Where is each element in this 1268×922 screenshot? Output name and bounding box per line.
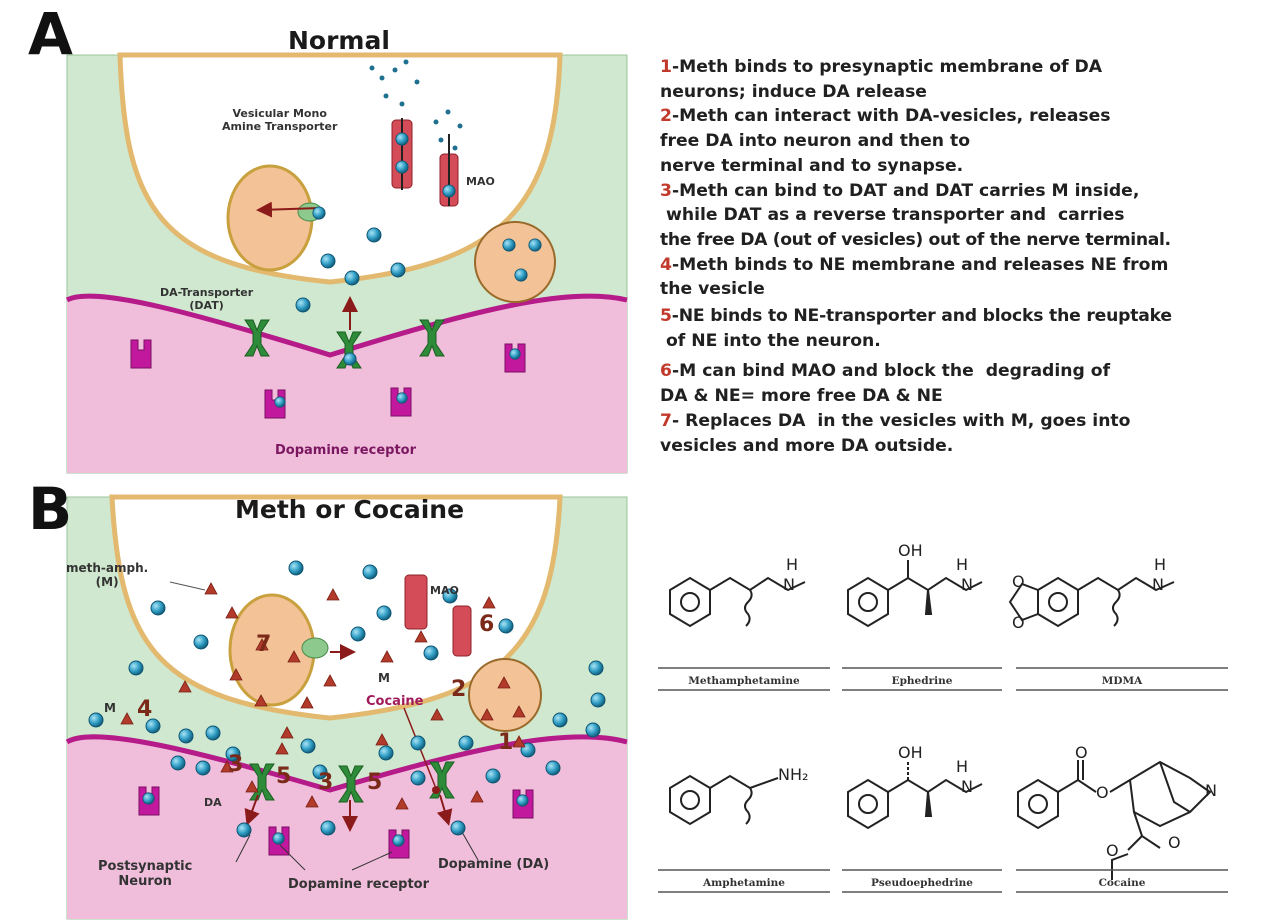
mao-label-a: MAO xyxy=(466,175,495,188)
mdma-n: N xyxy=(1152,575,1164,594)
step-4: 4-Meth binds to NE membrane and releases… xyxy=(660,254,1169,300)
cocaine-structure xyxy=(1017,760,1212,880)
vmat-b xyxy=(301,637,329,659)
postsynaptic-membrane-b xyxy=(65,734,628,793)
step-7: 7- Replaces DA in the vesicles with M, g… xyxy=(660,410,1131,456)
vesicle-b-right xyxy=(468,658,542,732)
step-6: 6-M can bind MAO and block the degrading… xyxy=(660,361,1111,407)
postsynaptic-neuron-label: Postsynaptic Neuron xyxy=(98,859,193,889)
chemical-structures: H N OH H N O O H N NH₂ OH H N O O O O N xyxy=(658,541,1228,893)
da-label: DA xyxy=(204,796,222,809)
pseudoephedrine-n: N xyxy=(961,777,973,796)
amphetamine-structure xyxy=(669,774,779,826)
meth-amph-label: meth-amph. (M) xyxy=(66,561,149,589)
meth-n: N xyxy=(783,575,795,594)
pseudoephedrine-h: H xyxy=(956,757,968,776)
m-label-4: M xyxy=(104,701,116,715)
mechanism-steps: 1-Meth binds to presynaptic membrane of … xyxy=(660,55,1266,458)
step-number-2: 2 xyxy=(451,677,467,702)
panel-a-synapse xyxy=(65,52,628,474)
step-2: 2-Meth can interact with DA-vesicles, re… xyxy=(660,106,1111,176)
amphetamine-nh2: NH₂ xyxy=(778,765,808,784)
vesicle-b xyxy=(228,593,316,707)
cocaine-o4: O xyxy=(1106,841,1119,860)
step-number-6: 6 xyxy=(479,612,495,637)
mao-label-b: MAO xyxy=(430,584,459,597)
ephedrine-n: N xyxy=(961,575,973,594)
step-number-7: 7 xyxy=(256,632,272,657)
vesicle-a-right xyxy=(474,221,556,303)
dat-label: DA-Transporter (DAT) xyxy=(160,286,254,312)
mdma-structure xyxy=(1008,576,1175,628)
mdma-o2: O xyxy=(1012,613,1025,632)
step-5: 5-NE binds to NE-transporter and blocks … xyxy=(660,306,1172,351)
molecule-name-methamphetamine: Methamphetamine xyxy=(688,675,800,687)
vesicle-a xyxy=(226,164,314,272)
step-number-3b: 3 xyxy=(318,770,334,795)
mao-b-2 xyxy=(452,605,472,657)
dopamine-scatter-a xyxy=(369,59,463,151)
cocaine-o3: O xyxy=(1168,833,1181,852)
ephedrine-oh: OH xyxy=(898,541,923,560)
postsynaptic-membrane-a xyxy=(65,293,628,358)
step-1: 1-Meth binds to presynaptic membrane of … xyxy=(660,57,1103,102)
cocaine-label: Cocaine xyxy=(366,694,424,709)
step-number-1: 1 xyxy=(498,730,514,755)
m-label: M xyxy=(378,671,390,685)
step-number-3a: 3 xyxy=(228,752,244,777)
ephedrine-structure xyxy=(847,560,983,628)
mdma-o1: O xyxy=(1012,572,1025,591)
step-number-5a: 5 xyxy=(276,764,292,789)
cocaine-o1: O xyxy=(1075,743,1088,762)
molecule-name-mdma: MDMA xyxy=(1101,675,1143,687)
cocaine-n: N xyxy=(1205,781,1217,800)
dopamine-receptor-label-a: Dopamine receptor xyxy=(275,443,417,458)
dopamine-receptor-label-b: Dopamine receptor xyxy=(288,877,430,892)
mao-b-1 xyxy=(404,574,428,630)
cocaine-o2: O xyxy=(1096,783,1109,802)
molecule-name-ephedrine: Ephedrine xyxy=(891,675,953,687)
panel-b-letter: B xyxy=(28,475,73,543)
molecule-name-cocaine: Cocaine xyxy=(1098,877,1146,889)
methamphetamine-structure xyxy=(669,576,806,628)
pseudoephedrine-oh: OH xyxy=(898,743,923,762)
pseudoephedrine-structure xyxy=(847,762,983,830)
panel-a-letter: A xyxy=(28,0,73,68)
step-number-4: 4 xyxy=(137,697,153,722)
meth-h: H xyxy=(786,555,798,574)
ephedrine-h: H xyxy=(956,555,968,574)
vmat-label: Vesicular Mono Amine Transporter xyxy=(222,107,338,133)
step-number-5b: 5 xyxy=(367,770,383,795)
dopamine-da-label: Dopamine (DA) xyxy=(438,857,550,872)
synapse-diagrams xyxy=(65,52,628,920)
panel-a-title: Normal xyxy=(288,26,390,55)
molecule-name-amphetamine: Amphetamine xyxy=(703,877,785,889)
presynaptic-terminal-b xyxy=(109,494,563,721)
molecule-name-pseudoephedrine: Pseudoephedrine xyxy=(871,877,973,889)
panel-b-synapse xyxy=(65,494,628,920)
panel-b-title: Meth or Cocaine xyxy=(235,495,465,524)
mdma-h: H xyxy=(1154,555,1166,574)
step-3: 3-Meth can bind to DAT and DAT carries M… xyxy=(660,180,1171,250)
